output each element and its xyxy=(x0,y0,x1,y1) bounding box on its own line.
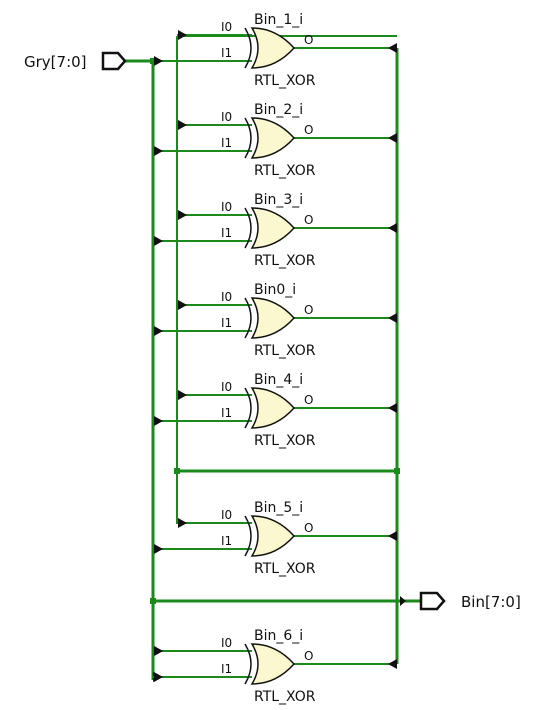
xor-gate-body xyxy=(250,643,296,685)
gate-type-label: RTL_XOR xyxy=(254,73,316,89)
o-arrow xyxy=(388,403,397,413)
pin-o-label: O xyxy=(304,393,313,407)
gate-type-label: RTL_XOR xyxy=(254,433,316,449)
output-port-bin[interactable]: Bin[7:0] xyxy=(419,591,521,611)
gate-name-label: Bin_3_i xyxy=(254,192,303,208)
output-port-label: Bin[7:0] xyxy=(461,593,521,611)
ports: Gry[7:0] Bin[7:0] xyxy=(24,51,521,611)
gate-name-label: Bin_6_i xyxy=(254,628,303,644)
pin-i0-label: I0 xyxy=(221,290,232,304)
pin-i0-label: I0 xyxy=(221,508,232,522)
input-port-label: Gry[7:0] xyxy=(24,53,87,71)
pin-i0-label: I0 xyxy=(221,200,232,214)
pin-i0-label: I0 xyxy=(221,380,232,394)
junction-dot xyxy=(150,598,156,604)
gate-type-label: RTL_XOR xyxy=(254,163,316,179)
i0-arrow xyxy=(178,390,187,400)
wires xyxy=(125,35,421,682)
xor-gate-back-arc xyxy=(244,117,252,159)
o-arrow xyxy=(388,223,397,233)
i0-arrow xyxy=(178,120,187,130)
gate-type-label: RTL_XOR xyxy=(254,253,316,269)
pin-i0-label: I0 xyxy=(221,636,232,650)
xor-gate-body xyxy=(250,207,296,249)
i1-arrow xyxy=(154,146,163,156)
o-arrow xyxy=(388,313,397,323)
i0-arrow xyxy=(178,300,187,310)
pin-i1-label: I1 xyxy=(221,226,232,240)
xor-gate-back-arc xyxy=(244,27,252,69)
o-arrow xyxy=(388,531,397,541)
pin-o-label: O xyxy=(304,33,313,47)
xor-gate-back-arc xyxy=(244,643,252,685)
pin-i1-label: I1 xyxy=(221,534,232,548)
xor-gate-body xyxy=(250,27,296,69)
pin-i1-label: I1 xyxy=(221,136,232,150)
xor-gate-back-arc xyxy=(244,387,252,429)
output-port-shape xyxy=(419,591,446,611)
gate-name-label: Bin_1_i xyxy=(254,12,303,28)
gate-type-label: RTL_XOR xyxy=(254,689,316,705)
xor-gate-body xyxy=(250,515,296,557)
pin-i1-label: I1 xyxy=(221,406,232,420)
o-arrow xyxy=(388,659,397,669)
i0-arrow xyxy=(178,518,187,528)
i0-arrow xyxy=(178,30,187,40)
xor-gate-body xyxy=(250,297,296,339)
pin-i1-label: I1 xyxy=(221,316,232,330)
pin-o-label: O xyxy=(304,213,313,227)
i0-arrow-left xyxy=(154,646,163,656)
input-port-shape xyxy=(101,51,127,71)
gate-name-label: Bin0_i xyxy=(254,282,296,298)
gate-name-label: Bin_4_i xyxy=(254,372,303,388)
xor-gate-body xyxy=(250,117,296,159)
pin-i1-label: I1 xyxy=(221,46,232,60)
gates: Bin_1_iI0I1ORTL_XORBin_2_iI0I1ORTL_XORBi… xyxy=(153,12,397,705)
pin-o-label: O xyxy=(304,521,313,535)
gate-name-label: Bin_2_i xyxy=(254,102,303,118)
xor-gate-back-arc xyxy=(244,207,252,249)
gate-type-label: RTL_XOR xyxy=(254,561,316,577)
i1-arrow xyxy=(154,56,163,66)
input-port-gry[interactable]: Gry[7:0] xyxy=(24,51,127,71)
pin-o-label: O xyxy=(304,123,313,137)
pin-o-label: O xyxy=(304,649,313,663)
output-bus-arrow xyxy=(400,596,406,606)
gate-name-label: Bin_5_i xyxy=(254,500,303,516)
pin-i1-label: I1 xyxy=(221,662,232,676)
pin-i0-label: I0 xyxy=(221,110,232,124)
xor-gate-body xyxy=(250,387,296,429)
o-arrow xyxy=(388,43,397,53)
i1-arrow xyxy=(154,544,163,554)
gate-type-label: RTL_XOR xyxy=(254,343,316,359)
i1-arrow xyxy=(154,672,163,682)
o-arrow xyxy=(388,133,397,143)
i1-arrow xyxy=(154,416,163,426)
i1-arrow xyxy=(154,236,163,246)
junction-dot xyxy=(394,468,400,474)
i1-arrow xyxy=(154,326,163,336)
pin-i0-label: I0 xyxy=(221,20,232,34)
xor-gate-back-arc xyxy=(244,297,252,339)
i0-arrow xyxy=(178,210,187,220)
pin-o-label: O xyxy=(304,303,313,317)
xor-gate-back-arc xyxy=(244,515,252,557)
junction-dot xyxy=(174,468,180,474)
